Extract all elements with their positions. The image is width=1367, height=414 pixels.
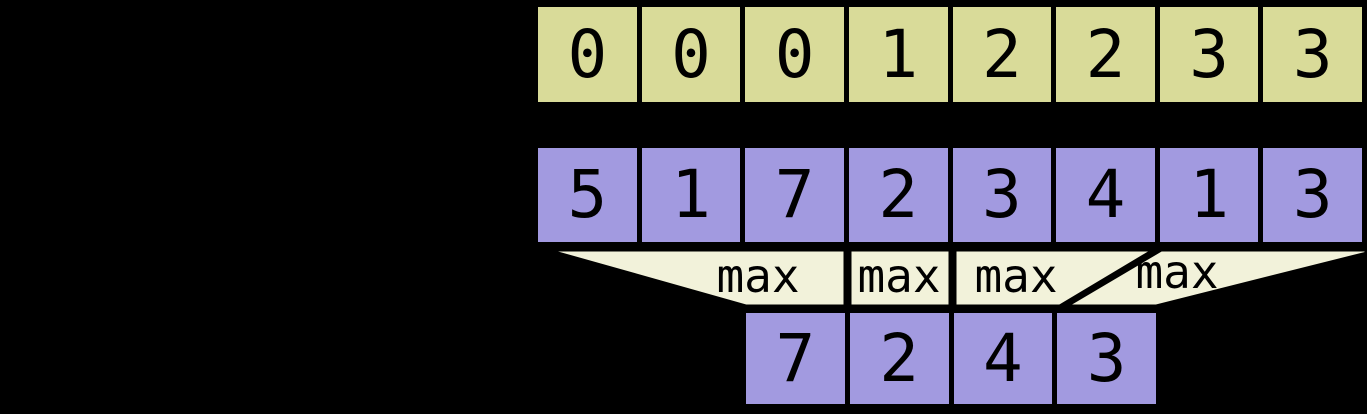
segment-id-cell: 0: [745, 7, 844, 102]
segment-id-cell: 3: [1263, 7, 1362, 102]
data-cell: 7: [745, 148, 844, 242]
data-cell: 4: [1056, 148, 1155, 242]
max-label: max: [974, 249, 1057, 303]
data-row: 5 1 7 2 3 4 1 3: [533, 143, 1367, 247]
segment-id-cell: 1: [848, 7, 948, 102]
funnel-shape-4: [1053, 246, 1367, 310]
data-cell: 3: [952, 148, 1052, 242]
funnel-shape-1: [539, 246, 849, 310]
result-cell: 3: [1057, 313, 1156, 404]
data-cell: 3: [1263, 148, 1362, 242]
data-cell: 1: [641, 148, 741, 242]
segment-id-cell: 2: [1056, 7, 1155, 102]
funnel-shape-2: [846, 246, 954, 310]
data-cell: 2: [848, 148, 948, 242]
result-row: 7 2 4 3: [741, 308, 1161, 409]
max-label: max: [1135, 245, 1218, 299]
data-cell: 1: [1159, 148, 1259, 242]
segment-id-cell: 0: [641, 7, 741, 102]
segment-ids-row: 0 0 0 1 2 2 3 3: [533, 2, 1367, 107]
max-label: max: [857, 249, 940, 303]
result-cell: 2: [849, 313, 949, 404]
segment-id-cell: 0: [538, 7, 637, 102]
result-cell: 7: [746, 313, 845, 404]
result-cell: 4: [953, 313, 1053, 404]
data-cell: 5: [538, 148, 637, 242]
max-label: max: [716, 249, 799, 303]
segment-id-cell: 2: [952, 7, 1052, 102]
segment-id-cell: 3: [1159, 7, 1259, 102]
